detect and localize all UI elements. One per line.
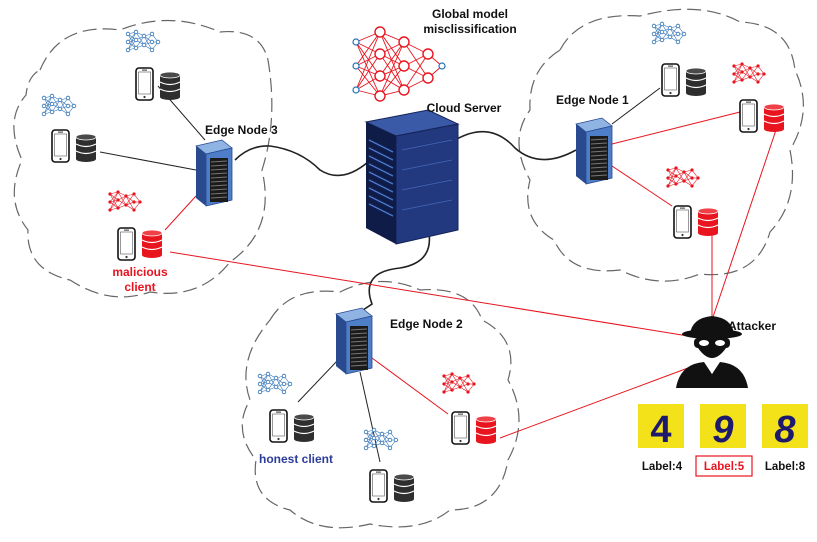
link-attacker-edge2 [499, 367, 689, 439]
malicious-phone-icon [739, 99, 758, 133]
sample-label-5: Label:5 [704, 461, 745, 473]
phone-icon [269, 409, 288, 443]
attacker-icon [676, 316, 748, 388]
malicious-phone-icon [673, 205, 692, 239]
malicious-database-icon [475, 415, 497, 445]
malicious-neural-network-icon [665, 165, 701, 189]
phone-icon [51, 129, 70, 163]
link-cloud-edge1 [454, 130, 577, 161]
neural-network-icon [651, 21, 687, 45]
svg-text:4: 4 [650, 409, 671, 451]
sample-image-9: 9 [700, 404, 746, 451]
link-edge3-cloud [234, 145, 369, 177]
svg-text:8: 8 [774, 409, 796, 451]
malicious-neural-network-icon [731, 61, 767, 85]
database-icon [685, 67, 707, 97]
database-icon [159, 71, 181, 101]
neural-network-icon [41, 93, 77, 117]
link-edge3-client-b [99, 151, 197, 171]
edge-node-2-server-icon [335, 307, 373, 375]
link-edge1-client-a [611, 87, 661, 125]
cloud-server-label: Cloud Server [427, 101, 502, 115]
edge-region-3-cloud [13, 19, 273, 298]
edge-node-1-label: Edge Node 1 [556, 93, 629, 107]
malicious-database-icon [763, 103, 785, 133]
sample-label-4: Label:4 [642, 461, 683, 473]
global-model-label-line1: Global model [432, 7, 508, 21]
edge-node-2-label: Edge Node 2 [390, 317, 463, 331]
phone-icon [135, 67, 154, 101]
neural-network-icon [125, 29, 161, 53]
database-icon [393, 473, 415, 503]
link-edge2-client-a [297, 359, 339, 403]
sample-image-8: 8 [762, 404, 808, 451]
edge-region-1-cloud [518, 8, 804, 282]
database-icon [293, 413, 315, 443]
edge-node-3-server-icon [195, 139, 233, 207]
edge-node-3-label: Edge Node 3 [205, 123, 278, 137]
malicious-client-label-line2: client [124, 280, 155, 294]
malicious-neural-network-icon [107, 189, 143, 213]
link-edge3-malicious [164, 195, 197, 231]
link-edge2-malicious [371, 357, 449, 415]
malicious-phone-icon [117, 227, 136, 261]
phone-icon [369, 469, 388, 503]
sample-label-8: Label:8 [765, 461, 806, 473]
link-edge1-malicious-b [611, 165, 673, 207]
global-model-network-icon [352, 26, 446, 102]
link-attacker-edge3 [169, 251, 689, 337]
sample-image-4: 4 [638, 404, 684, 451]
link-edge2-client-b [359, 371, 381, 463]
malicious-database-icon [697, 207, 719, 237]
global-model-label-line2: misclissification [423, 22, 516, 36]
malicious-neural-network-icon [441, 371, 477, 395]
malicious-database-icon [141, 229, 163, 259]
honest-client-label: honest client [259, 452, 333, 466]
malicious-client-label-line1: malicious [112, 265, 168, 279]
neural-network-icon [363, 427, 399, 451]
edge-node-1-server-icon [575, 117, 613, 185]
link-edge1-malicious-a [611, 111, 741, 145]
phone-icon [661, 63, 680, 97]
link-cloud-edge2 [359, 227, 431, 313]
edge-region-2-cloud [241, 280, 520, 529]
database-icon [75, 133, 97, 163]
cloud-server-icon [364, 109, 460, 245]
flipped-label-highlight-box [695, 455, 753, 477]
malicious-phone-icon [451, 411, 470, 445]
attacker-label: Attacker [728, 319, 776, 333]
svg-text:9: 9 [712, 409, 733, 451]
link-attacker-edge1-a [711, 129, 777, 321]
neural-network-icon [257, 371, 293, 395]
